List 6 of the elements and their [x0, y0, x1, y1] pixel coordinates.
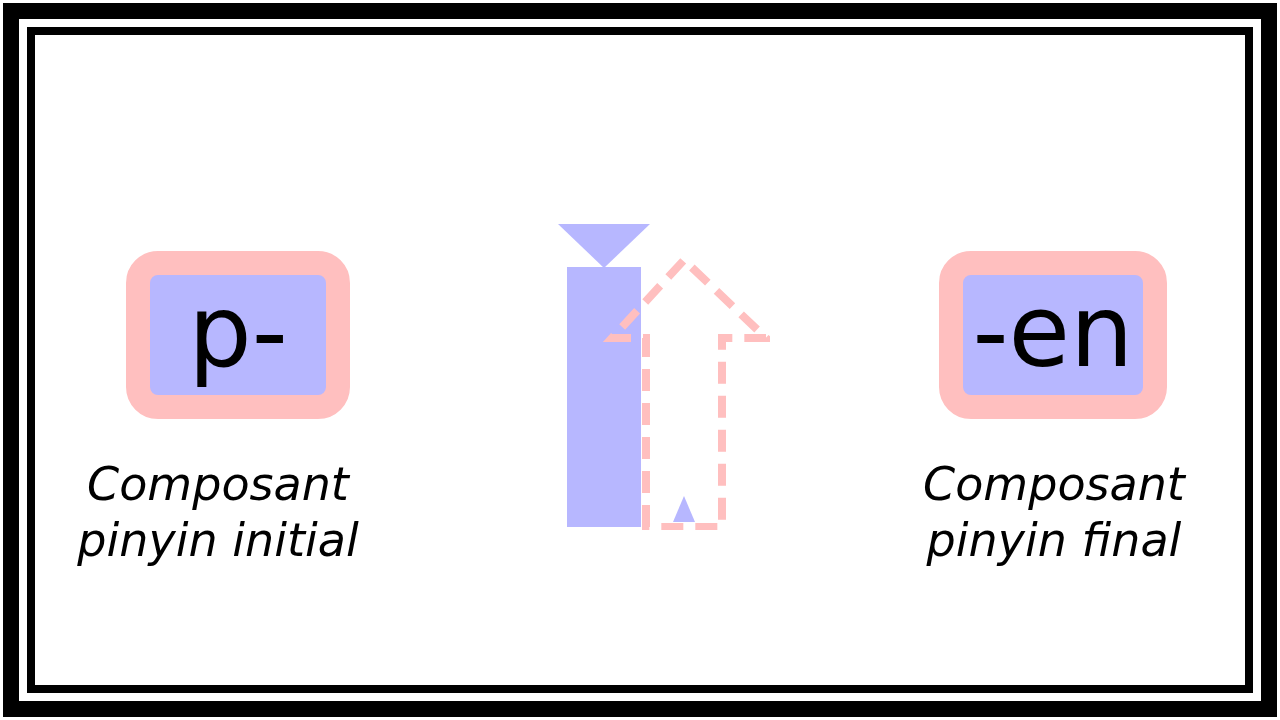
caption-text: Composant pinyin final — [922, 456, 1187, 568]
syllable-text: p- — [188, 273, 288, 391]
syllable-text: -en — [972, 273, 1134, 391]
caption-text: Composant pinyin initial — [76, 456, 360, 568]
syllable-box — [939, 251, 1167, 419]
syllable-box — [126, 251, 350, 419]
